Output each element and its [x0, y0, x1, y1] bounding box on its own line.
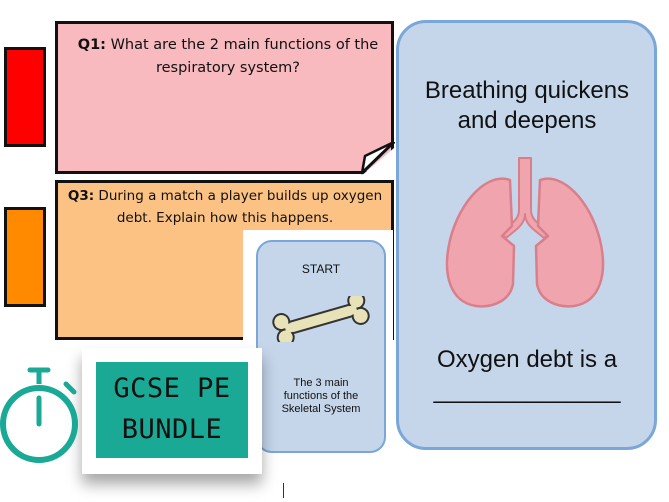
- oxygen-debt-card: [396, 20, 657, 450]
- caption-line-2: functions of the: [283, 390, 359, 402]
- stopwatch-icon: [0, 367, 78, 463]
- lungs-icon: [445, 157, 605, 308]
- breathing-line-1: Breathing quickens: [424, 77, 630, 104]
- bundle-line-2: BUNDLE: [121, 414, 223, 445]
- bundle-badge: [96, 362, 248, 458]
- q1-card: [55, 21, 394, 174]
- answer-blank: ______________: [433, 377, 621, 404]
- oxygen-debt-text: Oxygen debt is a: [436, 346, 618, 373]
- orange-marker-block: [4, 207, 46, 307]
- q3-label: Q3:: [67, 188, 95, 204]
- q1-label: Q1:: [77, 37, 106, 53]
- text-cursor: [283, 483, 284, 498]
- caption-line-1: The 3 main: [293, 377, 349, 389]
- breathing-text: Breathing quickens and deepens: [400, 76, 654, 136]
- red-marker-block: [4, 47, 46, 147]
- start-card: [256, 240, 386, 453]
- q3-question: During a match a player builds up oxygen…: [98, 188, 383, 226]
- bundle-line-1: GCSE PE: [113, 373, 231, 404]
- page-curl-icon: [360, 142, 395, 175]
- bone-icon: [272, 296, 370, 342]
- q1-question-text: Q1: What are the 2 main functions of the…: [70, 34, 386, 80]
- q3-question-text: Q3: During a match a player builds up ox…: [60, 185, 390, 229]
- start-label: START: [301, 262, 341, 276]
- q1-question: What are the 2 main functions of the res…: [110, 37, 379, 76]
- breathing-line-2: and deepens: [457, 107, 597, 134]
- skeletal-caption: The 3 main functions of the Skeletal Sys…: [262, 377, 380, 416]
- caption-line-3: Skeletal System: [281, 403, 361, 415]
- bundle-title: GCSE PE BUNDLE: [96, 368, 248, 450]
